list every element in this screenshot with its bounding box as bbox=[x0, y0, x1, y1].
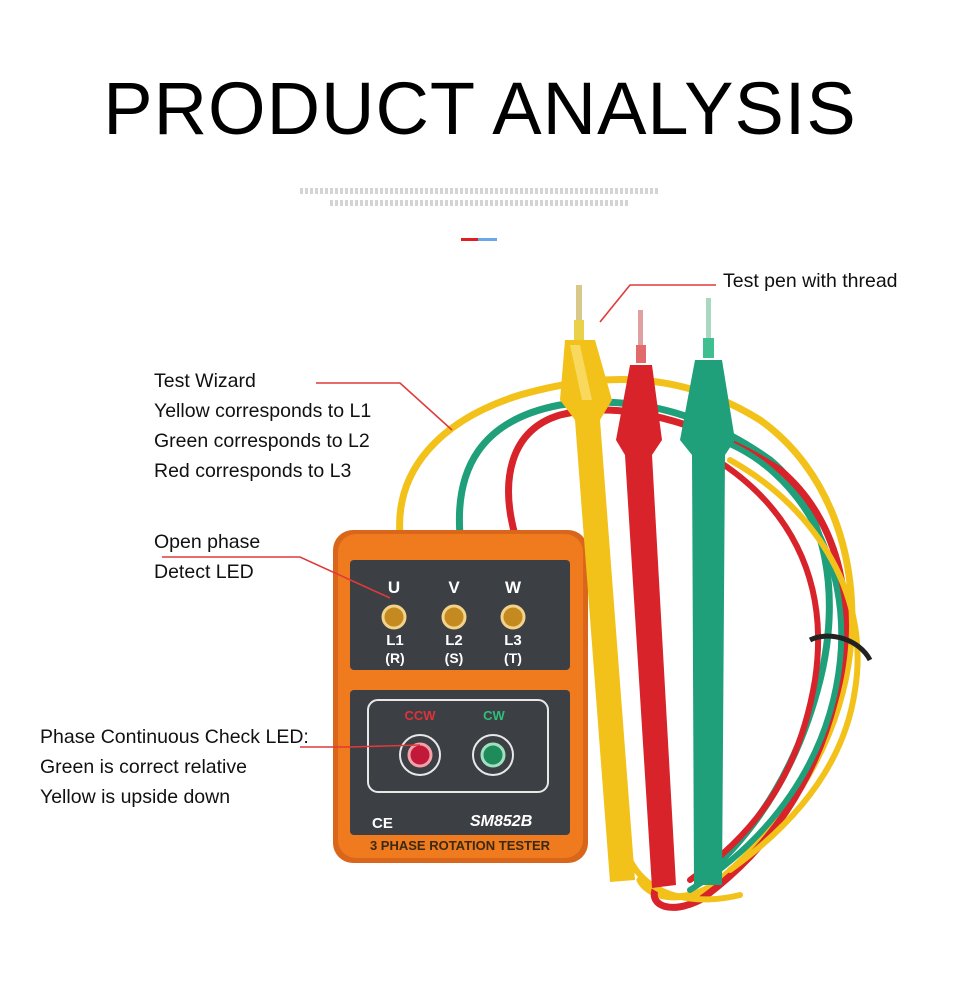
ce-mark: CE bbox=[372, 815, 393, 832]
ccw-label: CCW bbox=[404, 708, 436, 723]
phase-line-l1: L1 bbox=[386, 632, 404, 649]
annotation-line: Red corresponds to L3 bbox=[154, 460, 352, 482]
tester-device bbox=[333, 530, 588, 863]
device-name: 3 PHASE ROTATION TESTER bbox=[369, 838, 551, 853]
led-ccw bbox=[407, 742, 433, 768]
decorative-subtitle-line bbox=[330, 200, 630, 206]
annotation-line: Test Wizard bbox=[154, 370, 256, 392]
cw-label: CW bbox=[483, 708, 505, 723]
led-l1 bbox=[381, 604, 407, 630]
phase-line-l2: L2 bbox=[445, 632, 463, 649]
leader-lines bbox=[162, 284, 716, 748]
red-test-pen bbox=[616, 310, 676, 888]
annotation-test-wizard: Test Wizard Yellow corresponds to L1 Gre… bbox=[154, 366, 371, 486]
annotation-line: Yellow corresponds to L1 bbox=[154, 400, 372, 422]
page-title: PRODUCT ANALYSIS bbox=[103, 67, 857, 150]
decorative-subtitle-line bbox=[300, 188, 660, 194]
accent-bar-blue bbox=[478, 238, 497, 241]
green-test-pen bbox=[680, 298, 735, 885]
annotation-line: Phase Continuous Check LED: bbox=[40, 726, 309, 748]
cables bbox=[396, 375, 861, 911]
phase-letter-u: U bbox=[387, 578, 401, 597]
led-l3 bbox=[500, 604, 526, 630]
cable-clip bbox=[808, 633, 873, 662]
annotation-open-phase: Open phase Detect LED bbox=[154, 527, 260, 587]
annotation-line: Green is correct relative bbox=[40, 756, 247, 778]
rotation-panel bbox=[350, 690, 570, 835]
annotation-line: Green corresponds to L2 bbox=[154, 430, 370, 452]
accent-bar-red bbox=[461, 238, 478, 241]
led-l2 bbox=[441, 604, 467, 630]
phase-line-l3: L3 bbox=[504, 632, 522, 649]
phase-code-s: (S) bbox=[444, 650, 464, 666]
phase-letter-w: W bbox=[504, 578, 522, 597]
model-number: SM852B bbox=[470, 813, 533, 830]
annotation-phase-check: Phase Continuous Check LED: Green is cor… bbox=[40, 722, 309, 812]
phase-letter-v: V bbox=[448, 578, 460, 597]
phase-code-r: (R) bbox=[385, 650, 405, 666]
annotation-line: Yellow is upside down bbox=[40, 786, 231, 808]
annotation-line: Open phase bbox=[154, 531, 261, 553]
annotation-test-pen: Test pen with thread bbox=[723, 270, 898, 292]
led-cw bbox=[480, 742, 506, 768]
phase-code-t: (T) bbox=[504, 650, 522, 666]
yellow-test-pen bbox=[560, 285, 635, 882]
annotation-line: Detect LED bbox=[154, 561, 254, 583]
